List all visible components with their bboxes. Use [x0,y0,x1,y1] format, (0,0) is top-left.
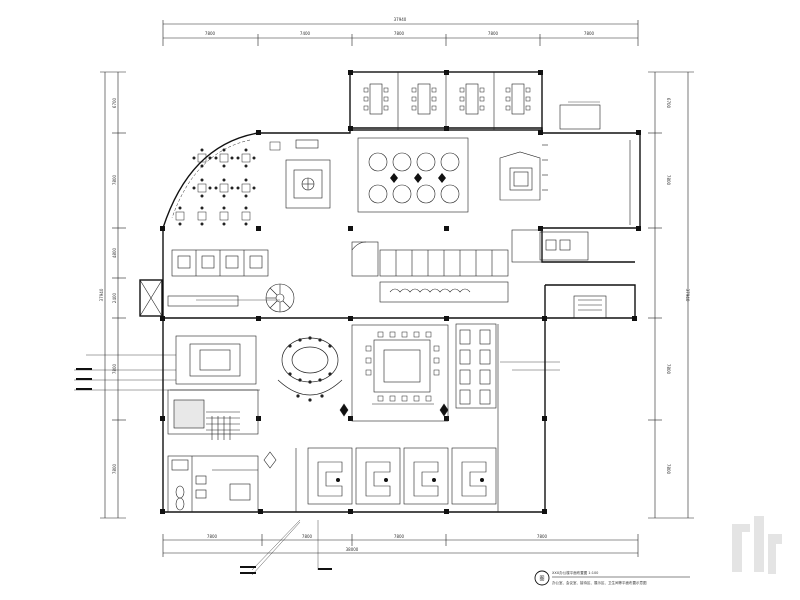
dim-bottom-4: 7800 [537,534,548,539]
oval-conference-chairs [288,336,332,402]
banquet-decor [390,173,446,183]
elevator-core [139,279,239,317]
drawing-caption-line1: XXX办公楼平面布置图 1:100 [552,570,598,575]
bottom-pod-tables [336,478,484,482]
drawing-title-block: 图 XXX办公楼平面布置图 1:100 办公室、会议室、接待区、展示区、卫生间等… [534,570,690,586]
right-desk-rows [455,323,499,450]
dimension-lines [100,20,694,557]
dim-right-4: 7800 [666,464,671,475]
dim-left-5: 7800 [112,363,117,374]
drawing-number-badge [534,570,550,586]
dim-right-3: 7800 [666,364,671,375]
drawing-caption-line2: 办公室、会议室、接待区、展示区、卫生间等平面布置示意图 [552,580,647,585]
top-meeting-chairs [363,87,531,111]
floor-markers [263,403,449,469]
center-boardroom [351,324,449,422]
dim-bottom-3: 7800 [394,534,405,539]
cafe-chairs [178,148,256,226]
dim-left-1: 6700 [112,97,117,108]
dim-left-2: 7800 [112,174,117,185]
watermark-logo [732,516,782,574]
restrooms [167,455,259,513]
spiral-stair [265,283,295,313]
dim-left-6: 7800 [112,463,117,474]
dim-top-4: 7800 [488,31,499,36]
dim-bottom-1: 7800 [207,534,218,539]
top-meeting-rooms [369,72,525,130]
dim-bottom-total: 38000 [346,547,359,552]
dim-left-3: 4800 [112,247,117,258]
service-counters [171,241,509,303]
right-service-rooms [511,229,607,319]
dim-left-4: 2400 [112,292,117,303]
drawing-number-text: 图 [539,576,544,582]
dim-right-2: 7800 [666,175,671,186]
cafe-tables [171,139,281,221]
dim-top-3: 7800 [394,31,405,36]
central-reception-platform [285,139,331,209]
left-stair [167,389,259,440]
dim-top-1: 7800 [205,31,216,36]
annotation-ticks [76,368,332,574]
left-office [170,335,260,391]
dimension-texts: 37940 7800 7400 7800 7800 7800 7800 7800… [99,17,690,552]
dim-top-2: 7400 [300,31,311,36]
structural-columns [160,70,641,514]
dim-top-5: 7800 [584,31,595,36]
dim-right-total: 37940 [685,289,690,302]
dim-left-total: 37940 [99,288,104,301]
banquet-tables [357,137,469,213]
dim-right-1: 6700 [666,98,671,109]
dim-top-total: 37940 [394,17,407,22]
boardroom-chairs [365,331,440,402]
dim-bottom-2: 7800 [302,534,313,539]
oval-conference [277,337,343,396]
right-lounge [499,104,631,225]
bottom-meeting-pods [295,447,499,512]
